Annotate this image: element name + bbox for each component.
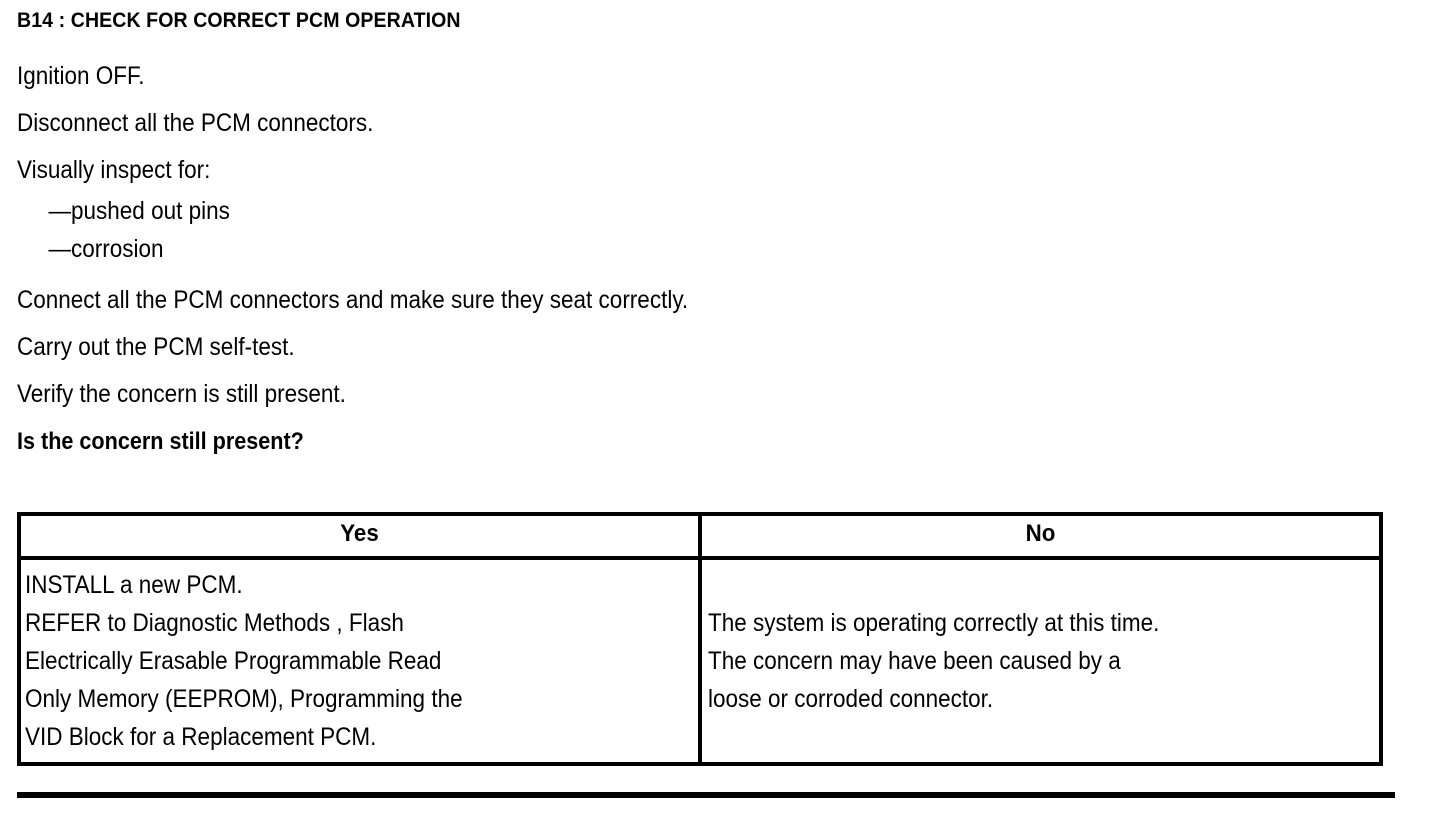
no-action-line: loose or corroded connector. (708, 685, 994, 713)
no-action-text: The system is operating correctly at thi… (702, 560, 1379, 762)
yes-action-line: VID Block for a Replacement PCM. (25, 723, 377, 751)
decision-table: Yes No INSTALL a new PCM. REFER to Diagn… (17, 512, 1383, 766)
no-action-line: The concern may have been caused by a (708, 647, 1121, 675)
column-header-yes: Yes (340, 520, 379, 547)
table-cell-no: The system is operating correctly at thi… (702, 560, 1379, 762)
table-header-cell-yes: Yes (21, 516, 702, 556)
instruction-sub-item: —corrosion (48, 235, 164, 263)
instruction-list: Ignition OFF. Disconnect all the PCM con… (17, 53, 1407, 465)
instruction-line: Carry out the PCM self-test. (17, 333, 295, 361)
table-cell-yes: INSTALL a new PCM. REFER to Diagnostic M… (21, 560, 702, 762)
yes-action-line: INSTALL a new PCM. (25, 571, 243, 599)
yes-action-text: INSTALL a new PCM. REFER to Diagnostic M… (21, 560, 698, 762)
bottom-divider-rule (17, 792, 1395, 798)
column-header-no: No (1025, 520, 1056, 547)
table-body-row: INSTALL a new PCM. REFER to Diagnostic M… (21, 560, 1379, 762)
instruction-line: Connect all the PCM connectors and make … (17, 286, 689, 314)
decision-question: Is the concern still present? (17, 428, 304, 455)
instruction-line: Disconnect all the PCM connectors. (17, 109, 374, 137)
table-header-cell-no: No (702, 516, 1379, 556)
yes-action-line: Electrically Erasable Programmable Read (25, 647, 442, 675)
step-heading: B14 : CHECK FOR CORRECT PCM OPERATION (17, 9, 461, 32)
table-header-row: Yes No (21, 516, 1379, 560)
no-action-line: The system is operating correctly at thi… (708, 609, 1160, 637)
instruction-line: Visually inspect for: (17, 156, 211, 184)
yes-action-line: Only Memory (EEPROM), Programming the (25, 685, 463, 713)
yes-action-line: REFER to Diagnostic Methods , Flash (25, 609, 404, 637)
instruction-line: Verify the concern is still present. (17, 380, 346, 408)
instruction-sub-item: —pushed out pins (48, 197, 230, 225)
instruction-line: Ignition OFF. (17, 62, 145, 90)
